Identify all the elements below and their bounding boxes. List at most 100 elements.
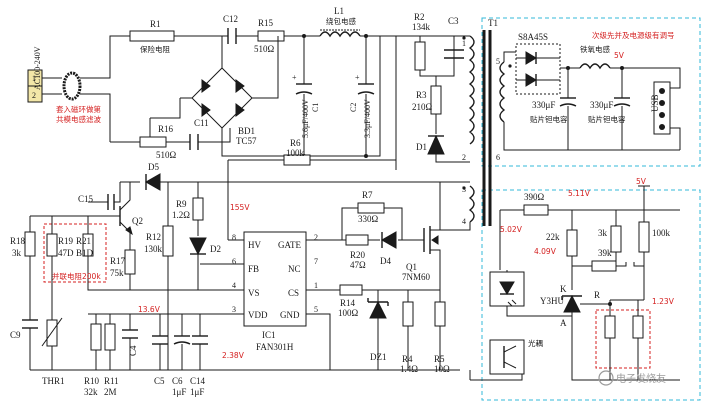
svg-text:2M: 2M — [104, 387, 117, 397]
bridge-rectifier-bd1: BD1 TC57 — [191, 67, 257, 146]
capacitor-c1: + C1 5.6μF/400V — [292, 36, 320, 156]
capacitor-c15: C15 — [78, 194, 115, 210]
svg-text:39k: 39k — [598, 248, 612, 258]
diode-d5: D5 — [144, 162, 161, 191]
svg-text:贴片钽电容: 贴片钽电容 — [530, 114, 568, 124]
svg-text:FB: FB — [248, 264, 259, 274]
rectifier-s8a45s: S8A45S — [515, 32, 561, 95]
svg-text:Q2: Q2 — [132, 216, 143, 226]
svg-text:C9: C9 — [10, 330, 21, 340]
resistor-r11: R11 2M — [104, 323, 119, 397]
resistor-39k: 39k — [591, 248, 617, 272]
connector-pin-2: 2 — [32, 91, 36, 100]
svg-text:C1: C1 — [311, 103, 320, 112]
svg-text:FAN301H: FAN301H — [256, 342, 294, 352]
svg-text:绕包电感: 绕包电感 — [326, 16, 356, 26]
capacitor-c9: C9 — [10, 319, 38, 340]
capacitor-c14: C14 1μF — [190, 335, 208, 397]
svg-text:R6: R6 — [290, 138, 301, 148]
svg-text:2.38V: 2.38V — [222, 351, 245, 360]
svg-text:5V: 5V — [636, 177, 647, 186]
svg-text:R7: R7 — [362, 190, 373, 200]
resistor-r16: R16 510Ω — [139, 124, 177, 160]
svg-text:R9: R9 — [176, 199, 187, 209]
svg-text:134k: 134k — [412, 22, 431, 32]
svg-text:USB: USB — [650, 94, 660, 112]
svg-text:铁氧电感: 铁氧电感 — [580, 44, 610, 54]
transistor-q2: Q2 — [119, 182, 143, 236]
svg-text:并联电阻200k: 并联电阻200k — [52, 271, 101, 281]
capacitor-c3: C3 — [444, 16, 464, 59]
resistor-22k: 22k — [546, 229, 578, 257]
svg-text:K: K — [560, 284, 567, 294]
svg-text:GND: GND — [280, 310, 300, 320]
svg-text:Y3HU: Y3HU — [540, 296, 564, 306]
resistor-r20: R20 47Ω — [345, 234, 369, 270]
thermistor-thr1: THR1 — [41, 317, 65, 386]
usb-connector: USB — [650, 81, 671, 135]
svg-text:R17: R17 — [110, 256, 126, 266]
top-right-note: 次级先并及电源级有调号 — [592, 30, 675, 40]
resistor-r9: R9 1.2Ω — [172, 197, 204, 221]
watermark-logo: 电子发烧友 — [598, 370, 666, 386]
svg-text:电子发烧友: 电子发烧友 — [616, 372, 666, 385]
diode-d2: D2 — [189, 237, 221, 256]
svg-text:+: + — [355, 73, 360, 82]
svg-text:22k: 22k — [546, 232, 560, 242]
resistor-r19: R19 47D — [46, 233, 74, 258]
resistor-390: 390Ω — [523, 192, 549, 216]
svg-text:6: 6 — [232, 257, 236, 266]
svg-text:2: 2 — [314, 233, 318, 242]
svg-text:47Ω: 47Ω — [350, 260, 366, 270]
svg-text:1: 1 — [314, 281, 318, 290]
svg-text:3k: 3k — [12, 248, 22, 258]
svg-text:T1: T1 — [488, 18, 498, 28]
diode-d1: D1 — [416, 134, 445, 155]
resistor-r21: R21 B1D — [76, 233, 94, 258]
ferrite-ring-icon — [62, 71, 82, 101]
svg-text:贴片钽电容: 贴片钽电容 — [588, 114, 626, 124]
svg-text:GATE: GATE — [278, 240, 301, 250]
svg-text:D5: D5 — [148, 162, 159, 172]
svg-text:2: 2 — [462, 153, 466, 162]
svg-text:光耦: 光耦 — [528, 338, 543, 348]
r1-name: R1 — [150, 19, 161, 29]
svg-text:Q1: Q1 — [406, 262, 417, 272]
svg-text:C2: C2 — [349, 103, 358, 112]
svg-text:4: 4 — [232, 281, 236, 290]
svg-text:R: R — [594, 290, 600, 300]
resistor-r18: R18 3k — [10, 231, 36, 258]
output-capacitor-2: 330μF 贴片钽电容 — [588, 68, 631, 150]
svg-text:1μF: 1μF — [190, 387, 204, 397]
svg-text:C14: C14 — [190, 376, 206, 386]
svg-text:TC57: TC57 — [236, 136, 257, 146]
svg-text:8: 8 — [232, 233, 236, 242]
svg-text:DZ1: DZ1 — [370, 352, 387, 362]
svg-text:7NM60: 7NM60 — [402, 272, 431, 282]
svg-text:5.11V: 5.11V — [568, 189, 591, 198]
regulator-y3hu: Y3HU K A R — [540, 284, 610, 328]
svg-text:R16: R16 — [158, 124, 174, 134]
svg-text:VS: VS — [248, 288, 260, 298]
svg-text:R15: R15 — [258, 18, 274, 28]
svg-text:32k: 32k — [84, 387, 98, 397]
svg-text:D2: D2 — [210, 244, 221, 254]
svg-text:7: 7 — [314, 257, 318, 266]
svg-text:4: 4 — [462, 217, 466, 226]
svg-text:B1D: B1D — [76, 248, 94, 258]
resistor-r15: R15 510Ω — [254, 18, 285, 54]
parallel-resistor-box — [43, 223, 107, 283]
svg-text:13.6V: 13.6V — [138, 305, 161, 314]
ac-input-connector: 1 2 AC100-240V — [27, 46, 43, 103]
output-capacitor-1: 330μF 贴片钽电容 — [530, 68, 577, 150]
r1-value: 保险电阻 — [140, 44, 170, 54]
svg-text:VDD: VDD — [248, 310, 268, 320]
inductor-l2: 铁氧电感 — [579, 44, 611, 70]
svg-text:1.23V: 1.23V — [652, 297, 675, 306]
svg-text:C3: C3 — [448, 16, 459, 26]
svg-text:R4: R4 — [402, 354, 413, 364]
svg-text:47D: 47D — [58, 248, 74, 258]
svg-text:NC: NC — [288, 264, 301, 274]
svg-text:R12: R12 — [146, 232, 161, 242]
